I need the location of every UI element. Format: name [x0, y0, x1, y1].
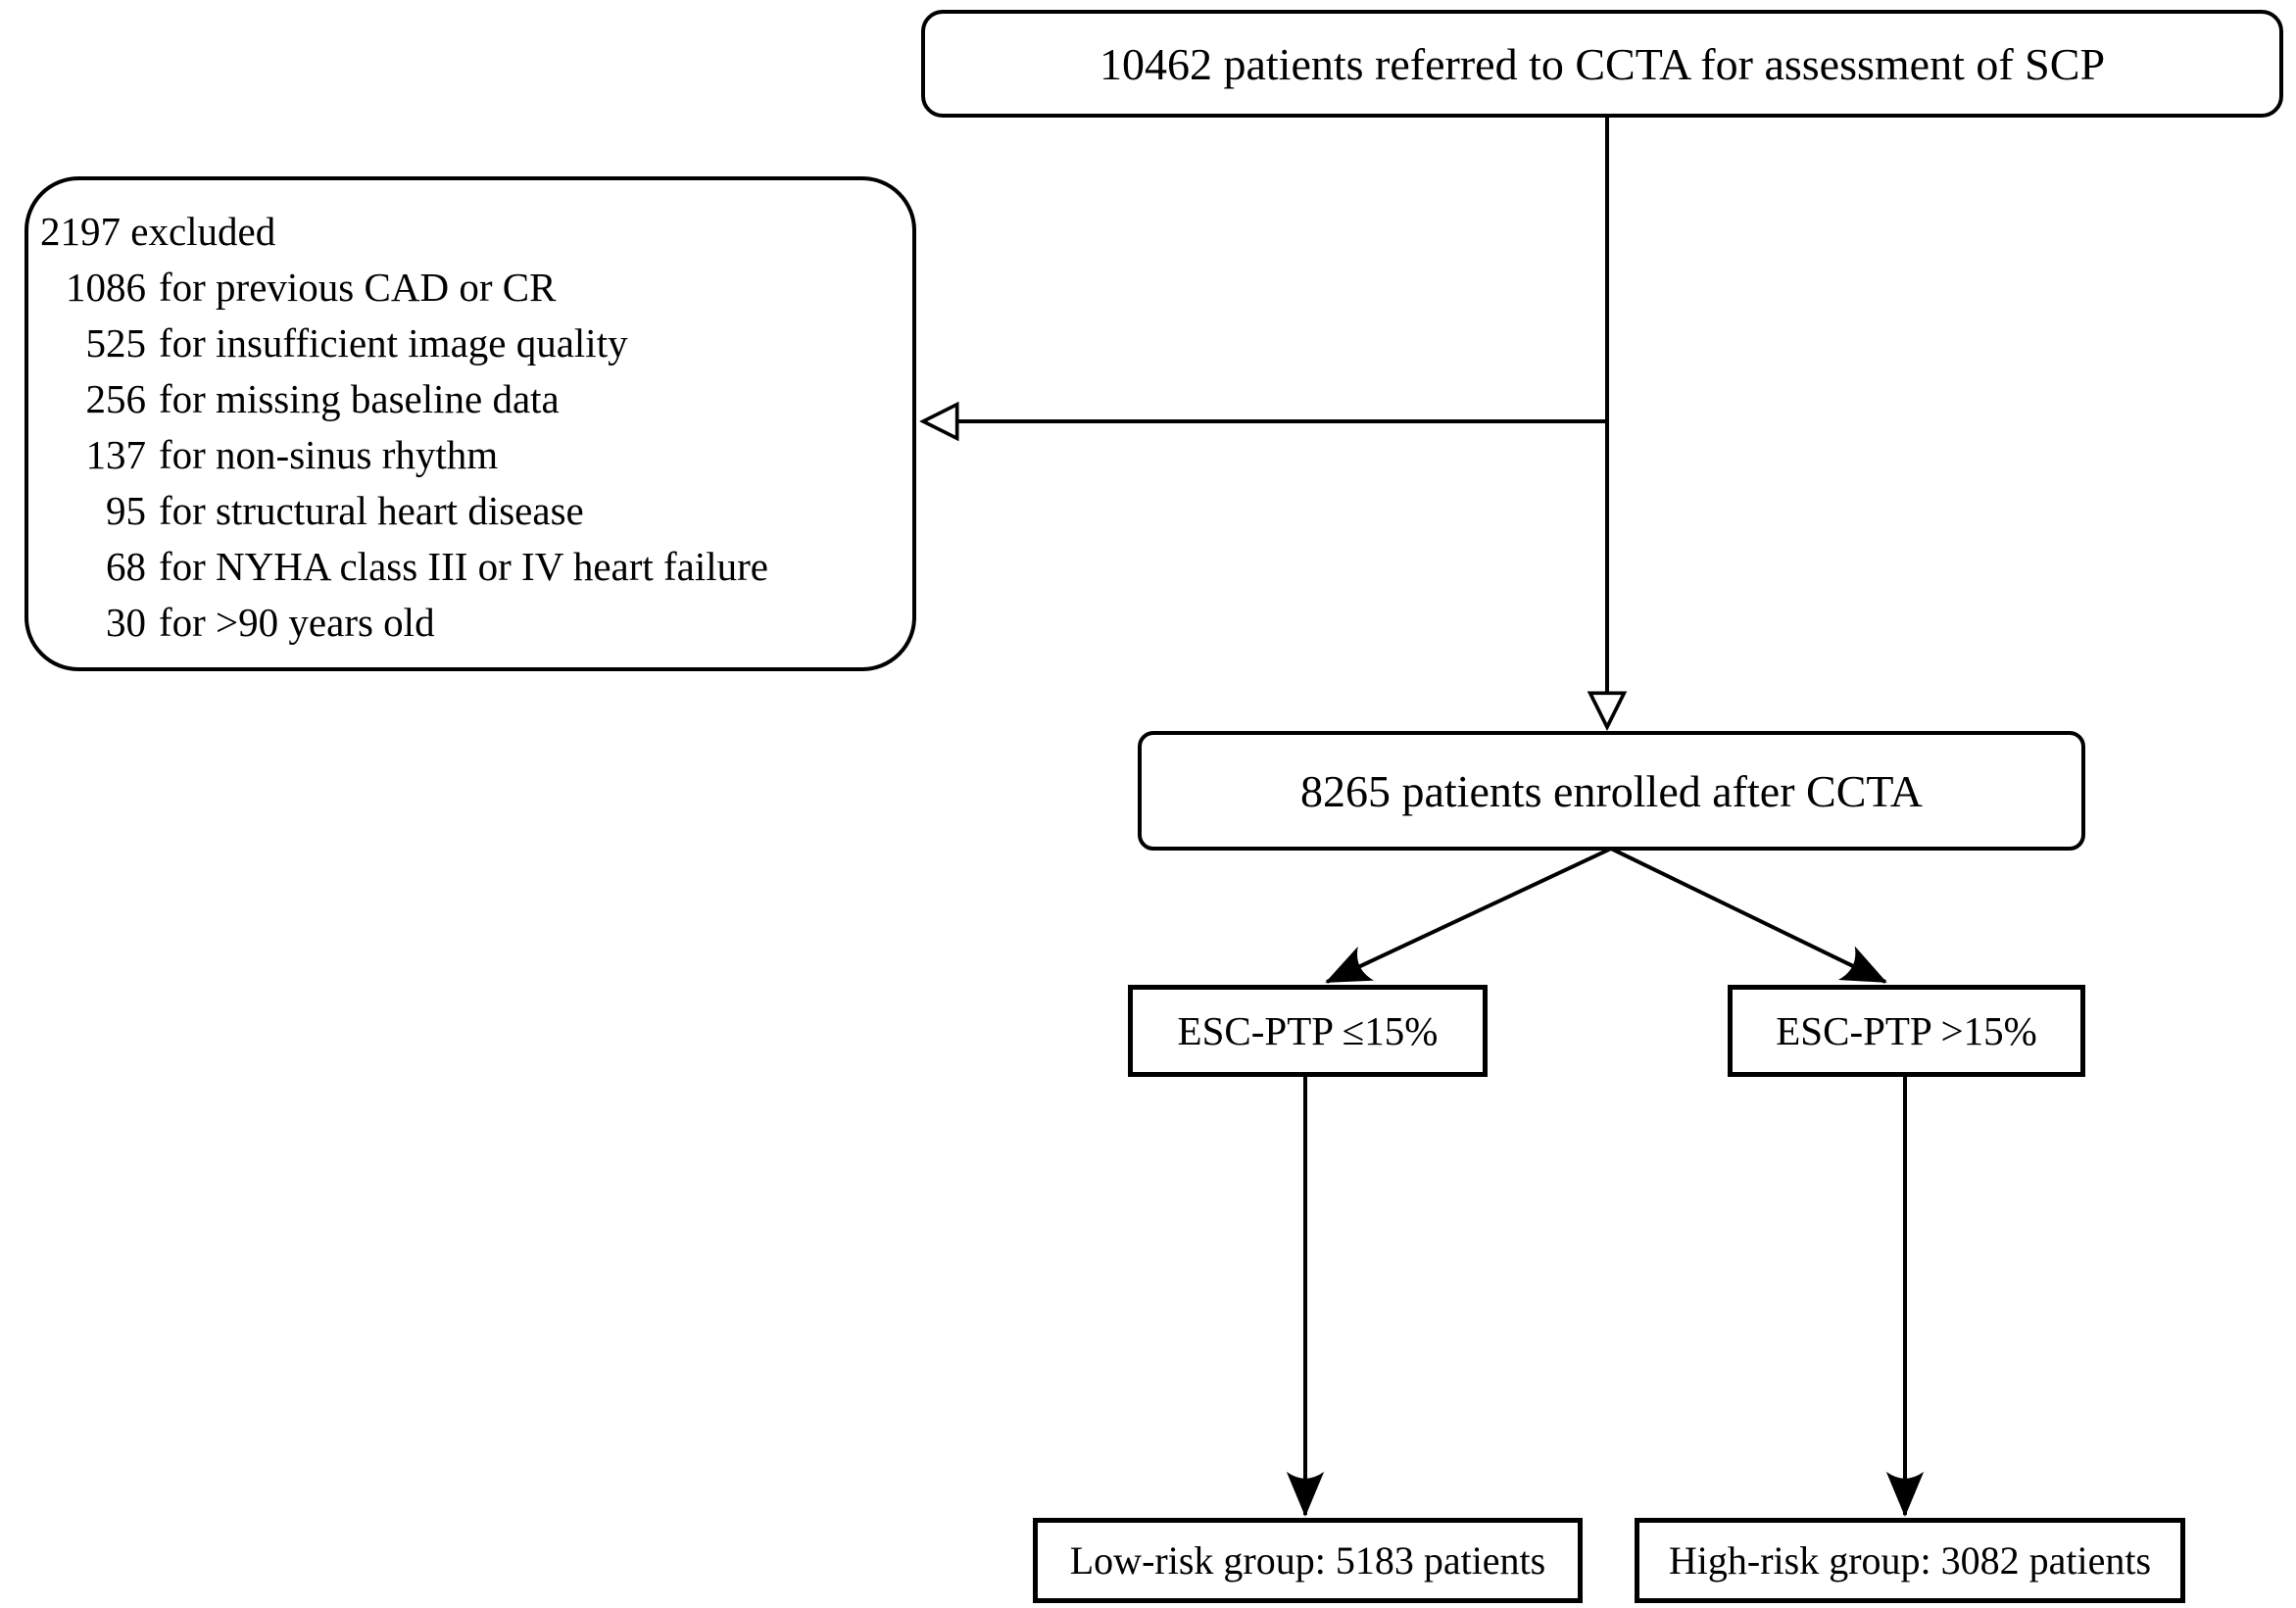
excluded-reason: for insufficient image quality	[159, 320, 628, 365]
excluded-item: 30 for >90 years old	[38, 595, 903, 651]
excluded-title: 2197 excluded	[40, 209, 276, 254]
excluded-reason: for >90 years old	[159, 600, 435, 645]
esc-ptp-low-box: ESC-PTP ≤15%	[1128, 985, 1488, 1077]
excluded-reason: for missing baseline data	[159, 376, 560, 421]
enrolled-patients-box: 8265 patients enrolled after CCTA	[1138, 731, 2085, 851]
excluded-item: 137 for non-sinus rhythm	[38, 427, 903, 483]
excluded-item: 525 for insufficient image quality	[38, 316, 903, 371]
enrolled-patients-label: 8265 patients enrolled after CCTA	[1299, 765, 1924, 816]
excluded-item: 68 for NYHA class III or IV heart failur…	[38, 539, 903, 595]
excluded-reason: for structural heart disease	[159, 488, 584, 533]
esc-ptp-high-box: ESC-PTP >15%	[1728, 985, 2085, 1077]
arrow-enrolled-to-ptp-high	[1610, 847, 1887, 984]
esc-ptp-high-label: ESC-PTP >15%	[1776, 1008, 2037, 1053]
excluded-patients-box: 2197 excluded 1086 for previous CAD or C…	[24, 176, 916, 671]
excluded-count: 95	[106, 488, 146, 533]
excluded-count: 30	[106, 600, 146, 645]
excluded-reason: for NYHA class III or IV heart failure	[159, 544, 768, 589]
excluded-reason: for non-sinus rhythm	[159, 432, 499, 477]
excluded-item: 1086 for previous CAD or CR	[38, 260, 903, 316]
excluded-count: 1086	[66, 265, 146, 310]
excluded-count: 137	[85, 432, 147, 477]
excluded-item: 256 for missing baseline data	[38, 371, 903, 427]
low-risk-group-label: Low-risk group: 5183 patients	[1069, 1538, 1546, 1583]
excluded-count: 525	[85, 320, 147, 365]
low-risk-group-box: Low-risk group: 5183 patients	[1033, 1518, 1583, 1603]
referred-patients-box: 10462 patients referred to CCTA for asse…	[921, 10, 2283, 118]
high-risk-group-box: High-risk group: 3082 patients	[1635, 1518, 2185, 1603]
excluded-count: 68	[106, 544, 146, 589]
referred-patients-label: 10462 patients referred to CCTA for asse…	[1099, 38, 2106, 89]
esc-ptp-low-label: ESC-PTP ≤15%	[1177, 1008, 1439, 1053]
arrow-enrolled-to-ptp-low	[1325, 847, 1612, 984]
high-risk-group-label: High-risk group: 3082 patients	[1668, 1538, 2152, 1583]
excluded-item: 95 for structural heart disease	[38, 483, 903, 539]
excluded-count: 256	[85, 376, 147, 421]
excluded-reason: for previous CAD or CR	[159, 265, 557, 310]
